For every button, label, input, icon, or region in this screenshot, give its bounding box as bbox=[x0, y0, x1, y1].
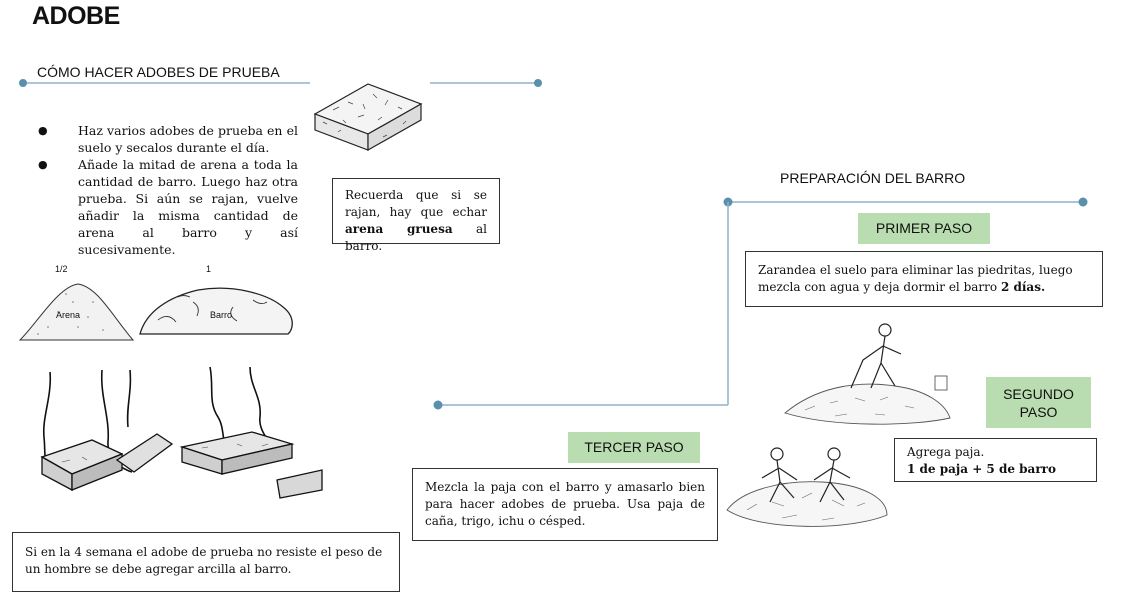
right-line-dot-bottom bbox=[433, 400, 443, 410]
step1-bold-text: 2 días. bbox=[1000, 280, 1046, 294]
step3-box: Mezcla la paja con el barro y amasarlo b… bbox=[412, 468, 718, 541]
tip-bold-text: arena gruesa bbox=[345, 222, 453, 236]
bottom-note-text: Si en la 4 semana el adobe de prueba no … bbox=[25, 545, 383, 576]
step2-label-line1: SEGUNDO bbox=[1003, 386, 1074, 402]
tip-text: Recuerda que si se rajan, hay que echar bbox=[345, 188, 487, 219]
feet-test-illustration bbox=[40, 366, 323, 499]
mixing-illustration bbox=[726, 447, 888, 527]
step3-text: Mezcla la paja con el barro y amasarlo b… bbox=[425, 480, 705, 528]
step1-box: Zarandea el suelo para eliminar las pied… bbox=[745, 251, 1103, 307]
bullet-item: Haz varios adobes de prueba en el suelo … bbox=[38, 122, 298, 156]
tip-box: Recuerda que si se rajan, hay que echar … bbox=[332, 178, 500, 253]
step2-box: Agrega paja. 1 de paja + 5 de barro bbox=[894, 438, 1097, 482]
ratio-label-one: 1 bbox=[206, 264, 212, 274]
right-line-dot-end bbox=[1078, 197, 1088, 207]
step2-label: SEGUNDO PASO bbox=[986, 377, 1091, 428]
step2-bold-text: 1 de paja + 5 de barro bbox=[907, 462, 1056, 476]
bullet-list-wrapper: Haz varios adobes de prueba en el suelo … bbox=[38, 122, 298, 258]
bullet-list: Haz varios adobes de prueba en el suelo … bbox=[38, 122, 298, 258]
left-section-heading: CÓMO HACER ADOBES DE PRUEBA bbox=[37, 64, 280, 80]
sand-mud-piles-illustration bbox=[18, 283, 293, 341]
adobe-block-illustration bbox=[313, 83, 423, 152]
sifting-illustration bbox=[784, 323, 951, 425]
step1-text: Zarandea el suelo para eliminar las pied… bbox=[758, 263, 1073, 294]
right-section-heading: PREPARACIÓN DEL BARRO bbox=[780, 170, 966, 186]
left-line-dot-end bbox=[534, 79, 542, 87]
step2-label-line2: PASO bbox=[1019, 404, 1058, 420]
ratio-label-half: 1/2 bbox=[55, 264, 68, 274]
page-title: ADOBE bbox=[32, 2, 120, 30]
bullet-item: Añade la mitad de arena a toda la cantid… bbox=[38, 156, 298, 258]
tip-text-end: al barro. bbox=[345, 222, 488, 253]
bottom-note-box: Si en la 4 semana el adobe de prueba no … bbox=[12, 532, 400, 592]
left-line-dot-start bbox=[19, 79, 27, 87]
step3-label: TERCER PASO bbox=[568, 432, 700, 463]
pile-label-mud: Barro bbox=[210, 310, 233, 320]
pile-label-sand: Arena bbox=[56, 310, 81, 320]
step2-text: Agrega paja. bbox=[907, 445, 985, 459]
step1-label: PRIMER PASO bbox=[858, 213, 990, 244]
